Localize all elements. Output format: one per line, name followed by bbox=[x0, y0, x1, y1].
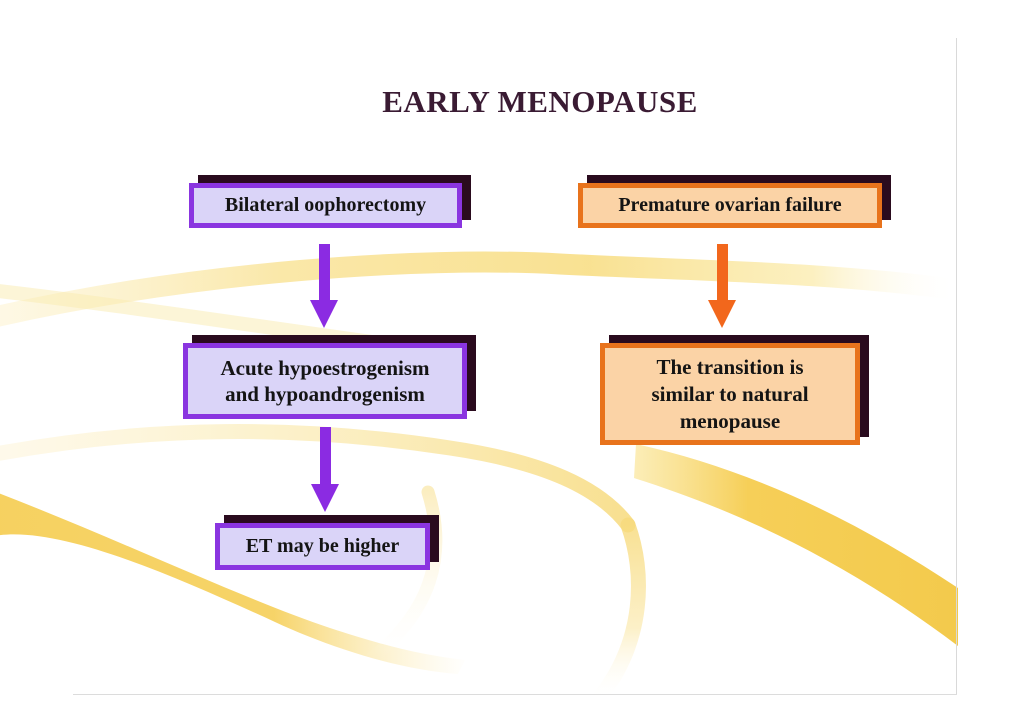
slide-bottom-edge-line bbox=[73, 694, 957, 695]
box-acute-line-2: and hypoandrogenism bbox=[225, 382, 425, 406]
arrow-shaft bbox=[318, 244, 330, 300]
box-et-label: ET may be higher bbox=[245, 535, 400, 557]
box-bilateral-oophorectomy: Bilateral oophorectomy bbox=[189, 183, 462, 228]
arrow-head bbox=[311, 484, 339, 512]
arrow-shaft bbox=[716, 244, 728, 300]
arrow-head bbox=[310, 300, 338, 328]
arrow-shaft bbox=[319, 427, 331, 484]
down-arrow-purple-2 bbox=[311, 427, 339, 512]
box-acute-hypoestrogenism: Acute hypoestrogenism and hypoandrogenis… bbox=[183, 343, 467, 419]
box-pof-label: Premature ovarian failure bbox=[618, 194, 842, 216]
arrow-head bbox=[708, 300, 736, 328]
box-premature-ovarian-failure: Premature ovarian failure bbox=[578, 183, 882, 228]
box-acute-line-1: Acute hypoestrogenism bbox=[220, 356, 430, 380]
down-arrow-orange bbox=[708, 244, 736, 328]
box-transition-similar: The transition is similar to natural men… bbox=[600, 343, 860, 445]
down-arrow-purple-1 bbox=[310, 244, 338, 328]
slide-title: EARLY MENOPAUSE bbox=[382, 84, 698, 119]
box-transition-line-3: menopause bbox=[679, 408, 781, 433]
box-transition-line-2: similar to natural bbox=[651, 381, 809, 406]
box-et-may-be-higher: ET may be higher bbox=[215, 523, 430, 570]
slide-right-edge-line bbox=[956, 38, 957, 695]
box-bilateral-label: Bilateral oophorectomy bbox=[224, 194, 427, 216]
box-transition-line-1: The transition is bbox=[656, 354, 804, 379]
